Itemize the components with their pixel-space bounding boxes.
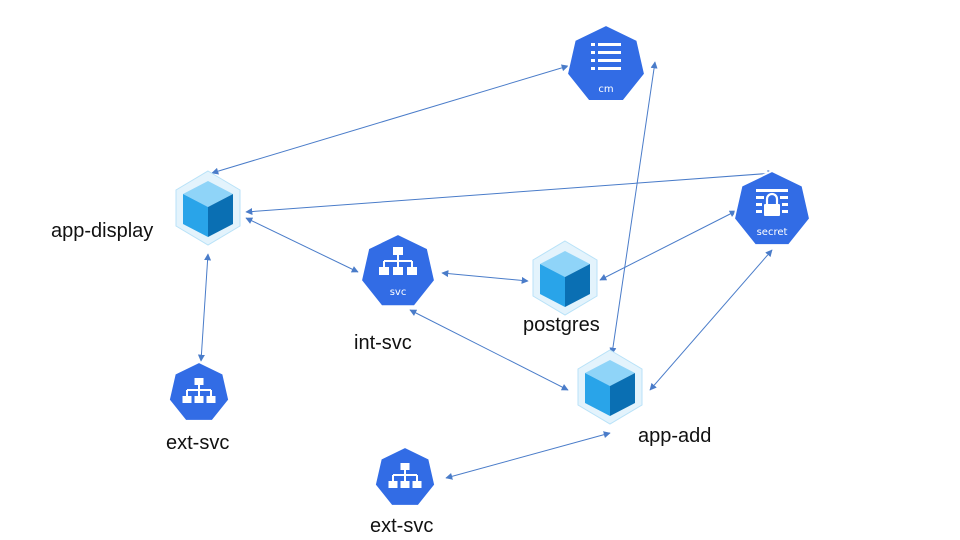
network-tree-icon xyxy=(388,463,422,488)
edge-app-add-cm xyxy=(609,61,658,355)
edge-app-display-cm xyxy=(211,64,569,175)
cube-right xyxy=(610,373,635,416)
label-app-display: app-display xyxy=(51,220,154,242)
label-ext-svc-bottom: ext-svc xyxy=(370,515,434,537)
edge-app-display-ext-svc xyxy=(197,253,212,362)
edge-app-add-ext-svc xyxy=(445,431,611,480)
list-lines-icon xyxy=(591,43,621,70)
label-ext-svc-left: ext-svc xyxy=(166,432,230,454)
pod-app-add-icon[interactable] xyxy=(577,349,643,425)
pod-postgres-icon[interactable] xyxy=(532,240,598,316)
service-int-svc-icon[interactable]: svc xyxy=(359,232,437,308)
network-tree-icon xyxy=(182,378,216,403)
secret-badge-text: secret xyxy=(757,227,788,238)
network-tree-icon xyxy=(379,247,417,275)
edge-postgres-secret xyxy=(599,210,737,281)
cm-badge-text: cm xyxy=(598,84,613,95)
configmap-cm-icon[interactable]: cm xyxy=(565,23,647,102)
label-app-add: app-add xyxy=(638,425,712,447)
label-postgres: postgres xyxy=(523,314,600,336)
cube-left xyxy=(183,194,208,237)
edge-int-svc-app-add xyxy=(409,309,569,391)
secret-icon[interactable]: secret xyxy=(732,169,812,247)
label-int-svc: int-svc xyxy=(354,332,412,354)
lock-icon xyxy=(756,189,788,216)
edge-app-display-secret xyxy=(245,169,775,216)
service-ext-svc-bottom-icon[interactable] xyxy=(373,445,437,507)
cube-right xyxy=(208,194,233,237)
service-ext-svc-left-icon[interactable] xyxy=(167,360,231,422)
pod-app-display-icon[interactable] xyxy=(175,170,241,246)
edges xyxy=(197,61,775,480)
edge-app-add-secret xyxy=(649,249,773,391)
edge-int-svc-postgres xyxy=(441,270,529,284)
cube-left xyxy=(540,264,565,307)
edge-app-display-int-svc xyxy=(245,217,359,273)
heptagon xyxy=(565,23,647,102)
svc-badge-text: svc xyxy=(390,287,407,298)
cube-right xyxy=(565,264,590,307)
cube-left xyxy=(585,373,610,416)
